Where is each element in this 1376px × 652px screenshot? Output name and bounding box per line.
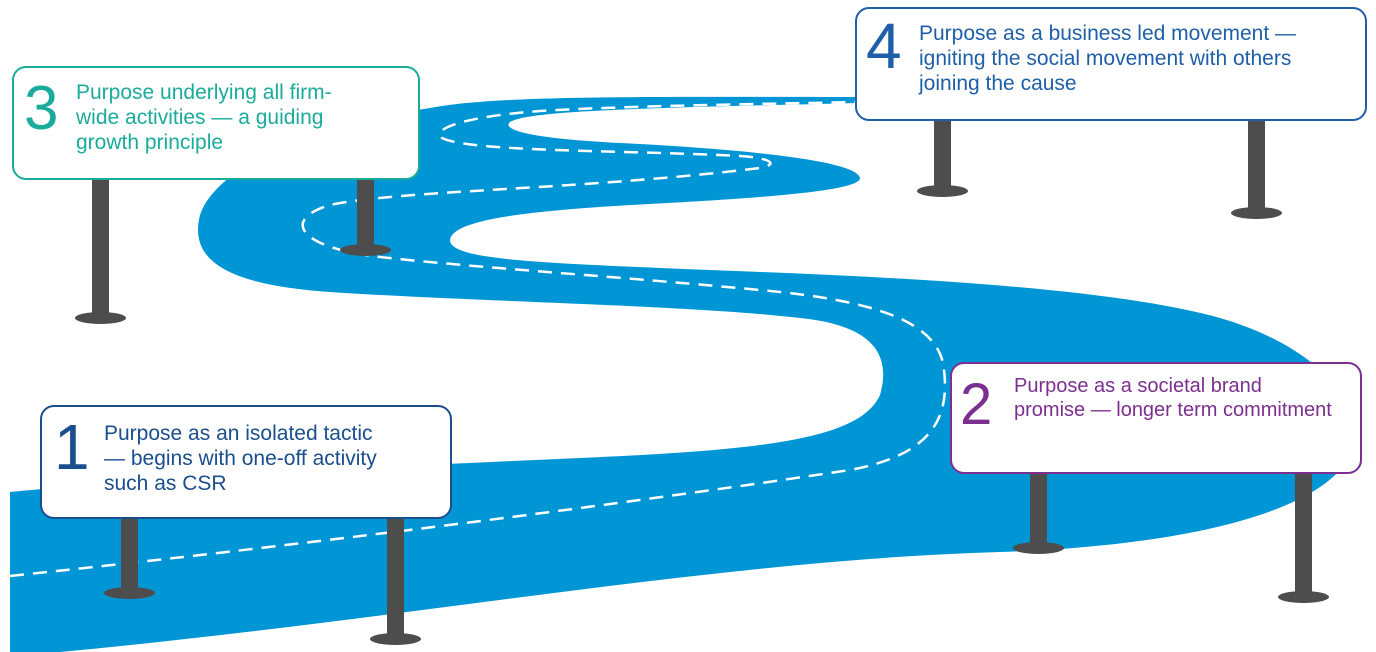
stage-3-text: Purpose underlying all firm-wide activit… xyxy=(76,81,332,155)
signpost-base xyxy=(340,244,391,256)
signpost-base xyxy=(1013,542,1064,554)
stage-2-left-post xyxy=(1030,472,1047,548)
stage-3-left-post xyxy=(92,178,109,318)
signpost-base xyxy=(370,633,421,645)
stage-4-right-post xyxy=(1248,119,1265,213)
stage-4-text: Purpose as a business led movement — ign… xyxy=(919,22,1297,96)
signpost-base xyxy=(917,185,968,197)
stage-2-number: 2 xyxy=(960,372,993,437)
signpost-base xyxy=(75,312,126,324)
stage-4-sign: 4 Purpose as a business led movement — i… xyxy=(855,7,1367,121)
signpost-base xyxy=(104,587,155,599)
stage-1-number: 1 xyxy=(54,411,90,483)
stage-3-number: 3 xyxy=(24,74,59,143)
stage-1-text: Purpose as an isolated tactic — begins w… xyxy=(104,422,377,496)
stage-2-text: Purpose as a societal brand promise — lo… xyxy=(1014,375,1332,421)
stage-2-sign: 2 Purpose as a societal brand promise — … xyxy=(950,362,1362,474)
signpost-base xyxy=(1278,591,1329,603)
stage-1-right-post xyxy=(387,517,404,639)
signpost-base xyxy=(1231,207,1282,219)
stage-3-right-post xyxy=(357,178,374,250)
stage-1-sign: 1 Purpose as an isolated tactic — begins… xyxy=(40,405,452,519)
stage-4-left-post xyxy=(934,119,951,191)
stage-2-right-post xyxy=(1295,472,1312,597)
stage-3-sign: 3 Purpose underlying all firm-wide activ… xyxy=(12,66,420,180)
stage-1-left-post xyxy=(121,517,138,593)
stage-4-number: 4 xyxy=(866,10,902,82)
